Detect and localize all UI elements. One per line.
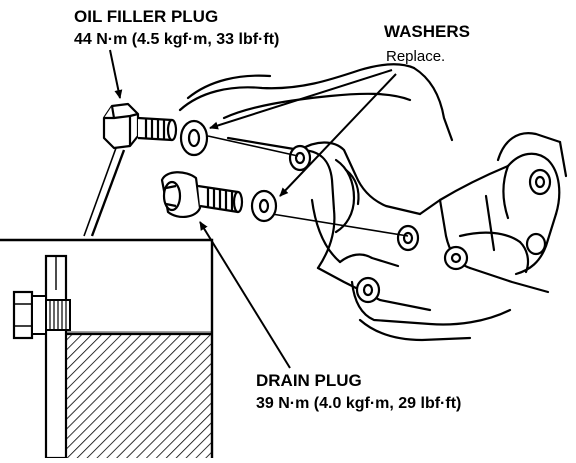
drain-leader [199, 221, 291, 369]
transmission-case [178, 63, 568, 342]
oil-filler-plug-torque: 44 N·m (4.5 kgf·m, 33 lbf·ft) [74, 31, 280, 48]
drain-plug [160, 171, 244, 218]
upper-washer [179, 119, 209, 157]
oil-filler-plug [102, 102, 178, 150]
alignment-lines [207, 135, 409, 237]
drain-plug-title: DRAIN PLUG [256, 371, 362, 390]
leader-arrows [109, 49, 397, 369]
washers-note: Replace. [386, 48, 446, 65]
cutaway-inset [0, 147, 214, 460]
case-bolt-bosses [288, 144, 552, 304]
washer-leader-lower [279, 73, 397, 197]
oil-filler-leader [109, 49, 123, 99]
drain-plug-torque: 39 N·m (4.0 kgf·m, 29 lbf·ft) [256, 395, 462, 412]
lower-washer [250, 189, 278, 223]
washers-title: WASHERS [384, 22, 470, 41]
washer-leader-upper [209, 69, 393, 130]
oil-filler-plug-title: OIL FILLER PLUG [74, 7, 219, 26]
